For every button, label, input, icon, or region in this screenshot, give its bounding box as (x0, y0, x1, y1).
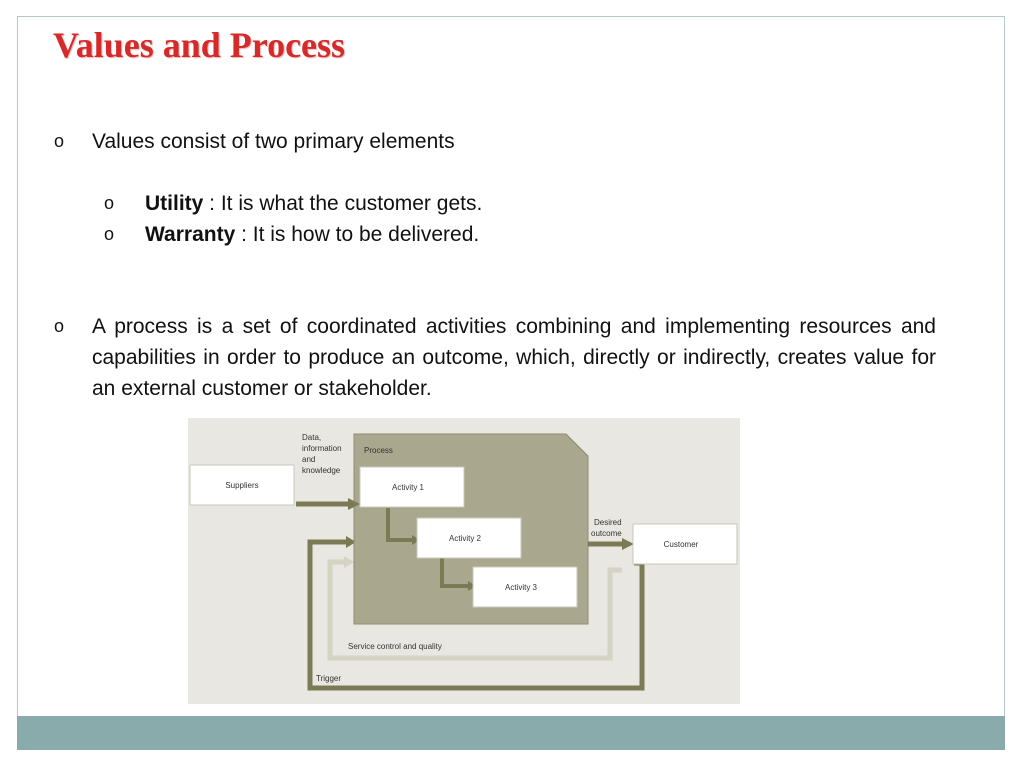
service-control-label: Service control and quality (348, 642, 442, 651)
utility-term: Utility (145, 192, 204, 215)
suppliers-box (189, 464, 295, 506)
bullet-marker: o (104, 193, 115, 213)
footer-band (17, 716, 1005, 750)
bullet-marker: o (54, 131, 65, 151)
activity-connector-1-arrowhead (412, 535, 420, 545)
customer-label: Customer (664, 540, 699, 549)
suppliers-label: Suppliers (225, 481, 258, 490)
warranty-term: Warranty (145, 223, 236, 246)
slide-title: Values and Process (53, 25, 346, 65)
utility-text: : It is what the customer gets. (203, 192, 483, 215)
process-label: Process (364, 446, 393, 455)
bullet-values: o Values consist of two primary elements (54, 126, 455, 157)
warranty-text: : It is how to be delivered. (235, 223, 480, 246)
bullet-utility: o Utility : It is what the customer gets… (104, 188, 483, 219)
bullet-marker: o (104, 224, 115, 244)
activity-1-box (359, 466, 465, 508)
activity-2-label: Activity 2 (449, 534, 482, 543)
outcome-label-line-2: outcome (591, 529, 622, 538)
input-label-line-3: and (302, 455, 315, 464)
trigger-label: Trigger (316, 674, 341, 683)
activity-1-label: Activity 1 (392, 483, 425, 492)
bullet-warranty: o Warranty : It is how to be delivered. (104, 219, 480, 250)
activity-connector-2-arrowhead (468, 581, 476, 591)
activity-connector-2 (440, 558, 470, 588)
outcome-label-line-1: Desired (594, 518, 622, 527)
activity-2-box (416, 517, 522, 559)
trigger-arrowhead (346, 536, 356, 548)
supplier-input-arrowhead (348, 498, 360, 510)
activity-connector-1 (386, 508, 414, 542)
input-label-line-1: Data, (302, 433, 321, 442)
bullet-process-definition: o A process is a set of coordinated acti… (54, 311, 936, 404)
input-label-line-2: information (302, 444, 342, 453)
activity-3-label: Activity 3 (505, 583, 538, 592)
service-control-loop-arrow (327, 559, 622, 661)
customer-box (632, 523, 738, 565)
process-definition-text: A process is a set of coordinated activi… (92, 315, 936, 400)
service-control-arrowhead (344, 556, 354, 568)
process-diagram: Process Data, information and knowledge … (188, 418, 740, 704)
outcome-arrowhead (622, 538, 634, 550)
input-label-line-4: knowledge (302, 466, 341, 475)
bullet-marker: o (54, 316, 65, 336)
bullet-values-text: Values consist of two primary elements (92, 130, 455, 153)
activity-3-box (472, 566, 578, 608)
